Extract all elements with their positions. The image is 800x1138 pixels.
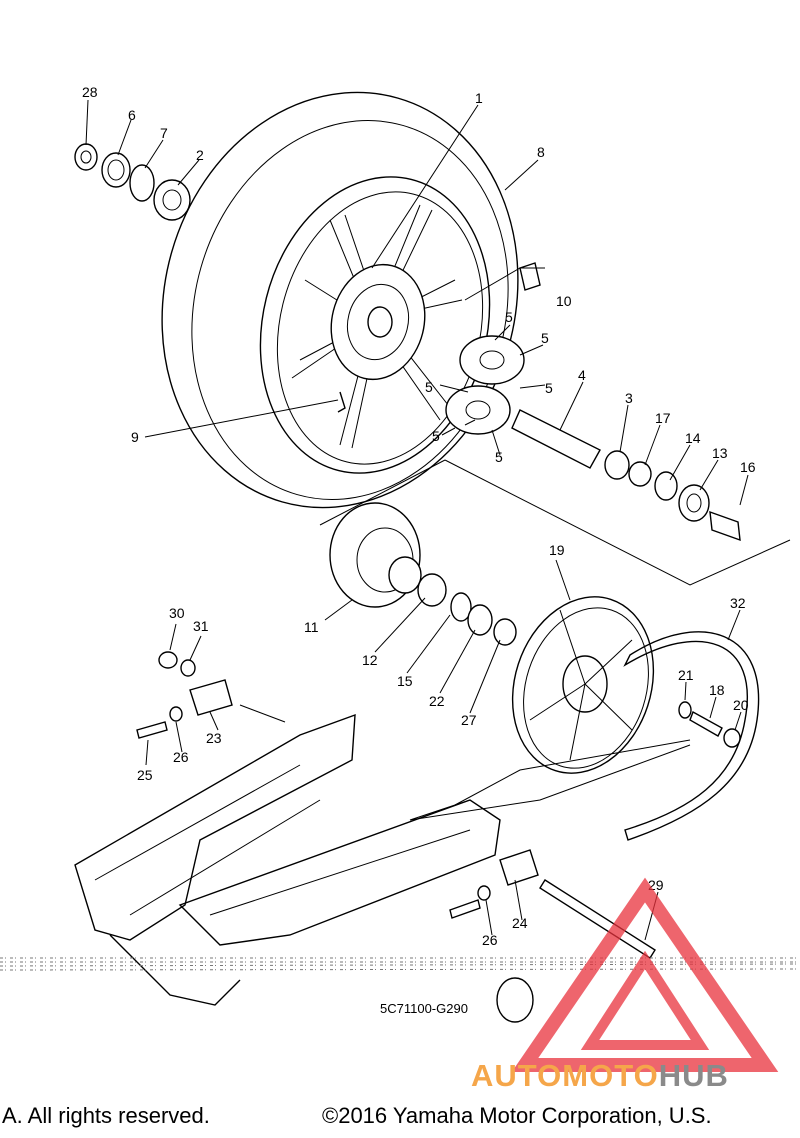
svg-text:18: 18 bbox=[709, 682, 725, 698]
drive-belt bbox=[623, 631, 760, 841]
leader-lines bbox=[85, 99, 791, 941]
copyright-text-right: ©2016 Yamaha Motor Corporation, U.S. bbox=[322, 1103, 712, 1128]
diagram-code: 5C71100-G290 bbox=[380, 1001, 468, 1016]
svg-text:26: 26 bbox=[173, 749, 189, 765]
svg-text:5: 5 bbox=[495, 449, 503, 465]
svg-text:31: 31 bbox=[193, 618, 209, 634]
scan-noise-band bbox=[0, 957, 800, 971]
adjuster-parts bbox=[136, 651, 656, 959]
rear-wheel bbox=[161, 91, 519, 509]
svg-text:20: 20 bbox=[733, 697, 749, 713]
svg-text:3: 3 bbox=[625, 390, 633, 406]
watermark-text: AUTOMOTOHUB bbox=[471, 1058, 729, 1094]
svg-text:6: 6 bbox=[128, 107, 136, 123]
svg-text:32: 32 bbox=[730, 595, 746, 611]
svg-text:4: 4 bbox=[578, 367, 586, 383]
svg-text:8: 8 bbox=[537, 144, 545, 160]
svg-text:13: 13 bbox=[712, 445, 728, 461]
axle-spacers bbox=[511, 409, 741, 542]
svg-text:15: 15 bbox=[397, 673, 413, 689]
svg-text:30: 30 bbox=[169, 605, 185, 621]
svg-text:14: 14 bbox=[685, 430, 701, 446]
svg-text:19: 19 bbox=[549, 542, 565, 558]
svg-text:2: 2 bbox=[196, 147, 204, 163]
clip-part bbox=[519, 262, 541, 291]
svg-text:21: 21 bbox=[678, 667, 694, 683]
svg-text:27: 27 bbox=[461, 712, 477, 728]
callout-numbers: 28 6 7 2 1 8 10 5 5 5 5 5 5 4 3 17 14 13… bbox=[82, 84, 756, 948]
svg-text:12: 12 bbox=[362, 652, 378, 668]
swing-arm bbox=[74, 713, 534, 1023]
svg-text:17: 17 bbox=[655, 410, 671, 426]
svg-text:5: 5 bbox=[432, 428, 440, 444]
svg-text:5: 5 bbox=[425, 379, 433, 395]
damper-assembly bbox=[445, 335, 525, 435]
svg-text:5: 5 bbox=[545, 380, 553, 396]
svg-text:16: 16 bbox=[740, 459, 756, 475]
svg-text:25: 25 bbox=[137, 767, 153, 783]
svg-text:10: 10 bbox=[556, 293, 572, 309]
pulley-hub bbox=[329, 502, 517, 646]
left-bearings bbox=[74, 143, 191, 221]
watermark-part2: HUB bbox=[658, 1058, 729, 1093]
svg-text:9: 9 bbox=[131, 429, 139, 445]
watermark-part1: AUTOMOTO bbox=[471, 1058, 659, 1093]
automotohub-logo-icon bbox=[511, 877, 779, 1072]
svg-text:22: 22 bbox=[429, 693, 445, 709]
svg-text:5: 5 bbox=[541, 330, 549, 346]
svg-text:11: 11 bbox=[304, 619, 319, 635]
svg-text:28: 28 bbox=[82, 84, 98, 100]
svg-text:1: 1 bbox=[475, 90, 483, 106]
svg-text:23: 23 bbox=[206, 730, 222, 746]
svg-text:5: 5 bbox=[505, 309, 513, 325]
axle-bolt-set bbox=[678, 701, 741, 748]
drive-pulley bbox=[511, 596, 655, 774]
copyright-text-left: A. All rights reserved. bbox=[2, 1103, 210, 1128]
svg-text:24: 24 bbox=[512, 915, 528, 931]
svg-text:7: 7 bbox=[160, 125, 168, 141]
svg-text:26: 26 bbox=[482, 932, 498, 948]
